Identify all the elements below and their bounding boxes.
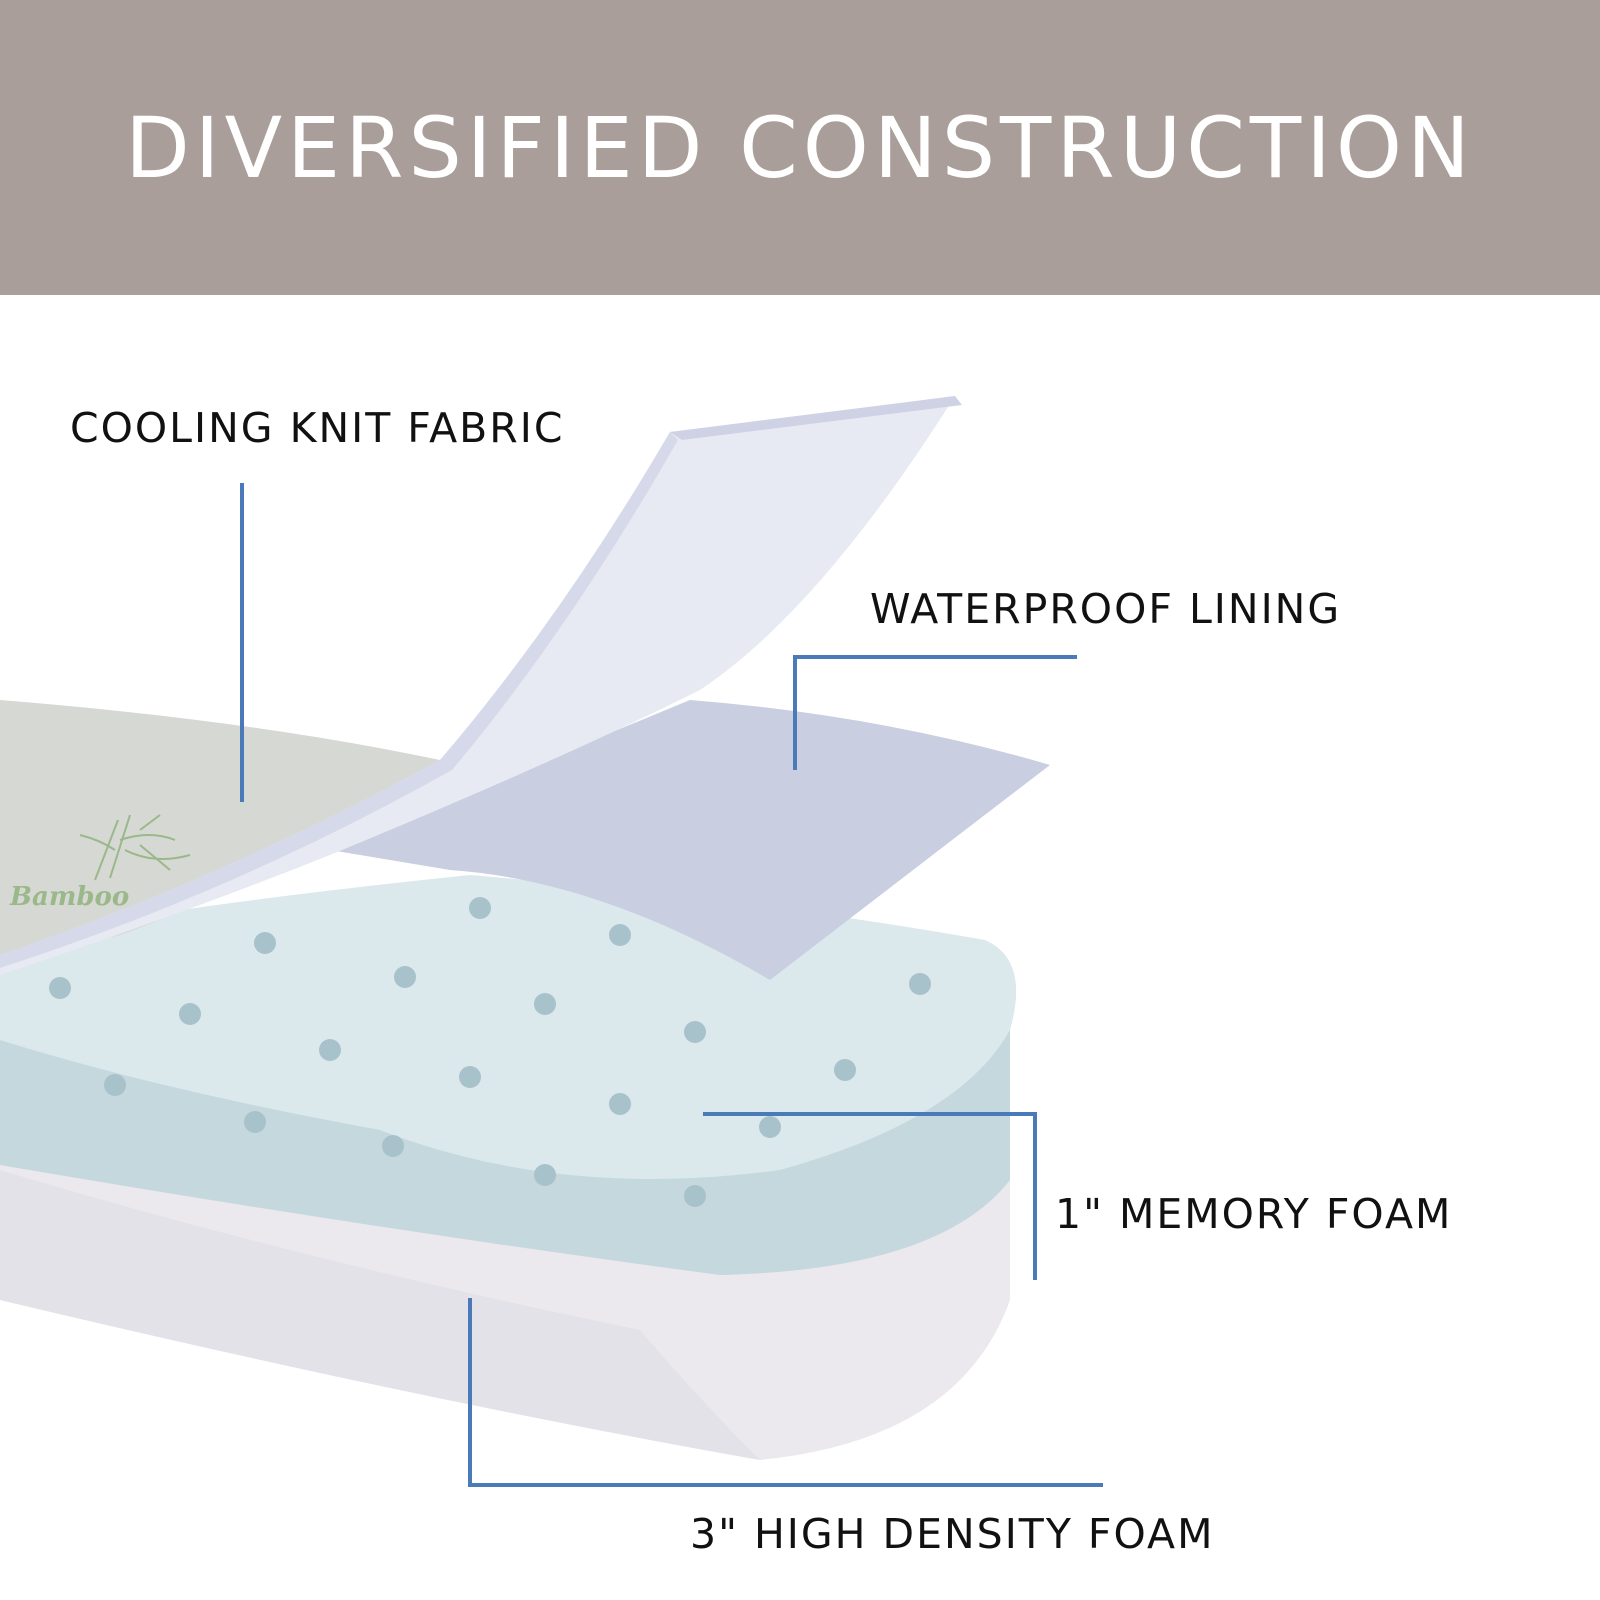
leader-line-waterproof — [793, 655, 1077, 770]
leader-lines — [240, 483, 1103, 1487]
label-waterproof-lining: WATERPROOF LINING — [870, 585, 1342, 633]
high-density-foam-shade — [0, 1170, 760, 1460]
label-high-density-foam: 3" HIGH DENSITY FOAM — [690, 1510, 1215, 1558]
peeled-fabric-edge — [670, 396, 962, 440]
leader-line-hd — [468, 1298, 1103, 1487]
fabric-brand-text: Bamboo — [9, 882, 129, 912]
bamboo-icon — [79, 814, 191, 881]
memory-foam-side — [0, 965, 1010, 1275]
cooling-fabric-layer — [0, 700, 440, 960]
label-memory-foam: 1" MEMORY FOAM — [1055, 1190, 1453, 1238]
waterproof-lining-layer — [330, 700, 1050, 980]
header-banner: DIVERSIFIED CONSTRUCTION — [0, 0, 1600, 295]
leader-line-memory — [703, 1112, 1037, 1280]
peeled-fabric-sheet — [0, 396, 955, 975]
label-cooling-knit-fabric: COOLING KNIT FABRIC — [70, 404, 565, 452]
banner-title: DIVERSIFIED CONSTRUCTION — [125, 98, 1475, 197]
memory-foam-perforations — [49, 897, 931, 1207]
